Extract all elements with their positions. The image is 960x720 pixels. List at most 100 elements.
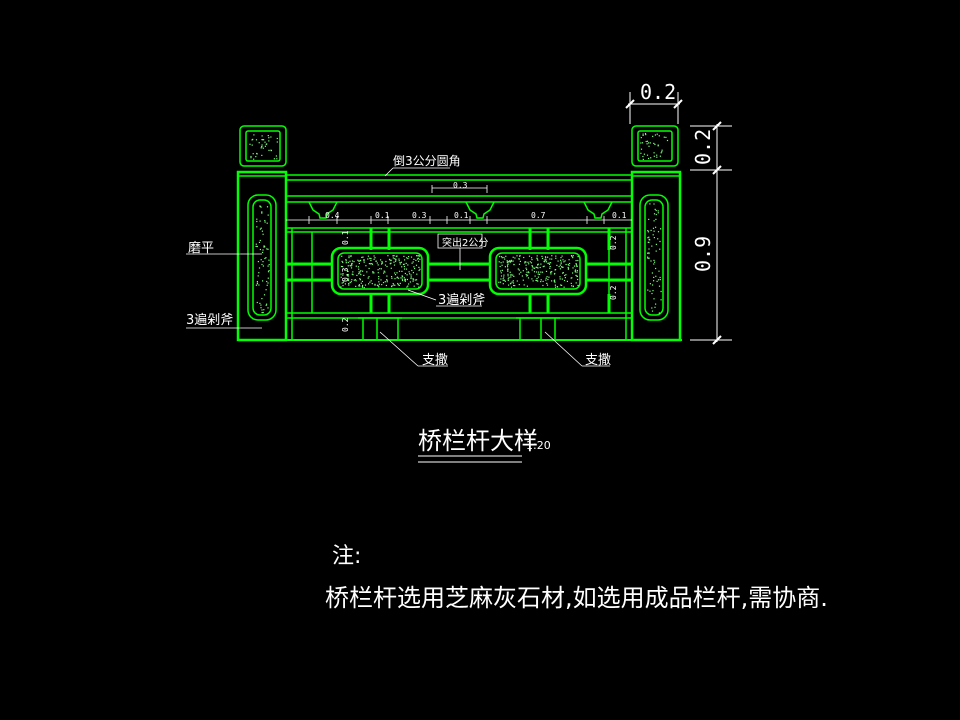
right-stone-speckle <box>559 268 561 270</box>
right-stone-speckle <box>509 283 512 285</box>
left-post <box>236 170 288 342</box>
left-stone-speckle <box>384 281 386 283</box>
left-stone-speckle <box>356 274 358 276</box>
right-stone-speckle <box>564 260 566 262</box>
left-post-cap-inner <box>245 130 281 162</box>
left-stone-speckle <box>378 276 380 278</box>
right-panel-speckle <box>651 307 653 309</box>
left-panel-speckle <box>255 243 257 245</box>
right-stone-speckle <box>523 256 525 259</box>
right-stone-speckle <box>575 260 577 262</box>
right-stone-speckle <box>521 275 523 277</box>
left-stone-speckle <box>413 258 415 260</box>
left-stone-speckle <box>404 272 406 275</box>
right-stone-speckle <box>512 280 514 282</box>
dim-right-top: 0.2 <box>691 129 715 165</box>
right-stone-speckle <box>572 255 574 257</box>
right-cap-speckle <box>661 149 663 151</box>
right-stone-speckle <box>555 269 557 271</box>
right-stone-speckle <box>508 284 510 286</box>
right-stone-speckle <box>501 257 503 259</box>
right-stone-speckle <box>519 255 521 257</box>
right-stone-speckle <box>518 284 520 286</box>
right-panel-speckle <box>660 299 662 301</box>
right-stone-speckle <box>510 274 512 276</box>
left-stone-speckle <box>359 279 361 281</box>
right-panel-speckle <box>650 260 652 262</box>
left-stone-speckle <box>416 279 418 281</box>
left-stone-speckle <box>374 283 376 285</box>
left-stone-speckle <box>351 260 354 262</box>
right-stone-speckle <box>571 277 573 279</box>
left-stone-speckle <box>346 274 348 276</box>
left-panel-speckle <box>256 226 258 228</box>
left-cap-speckle <box>251 144 253 146</box>
left-panel-speckle <box>261 211 263 213</box>
left-stone-speckle <box>373 255 375 257</box>
right-stone-speckle <box>565 263 567 266</box>
left-panel-speckle <box>267 265 269 267</box>
label-support-right: 支撒 <box>585 352 611 368</box>
left-cap-speckle <box>270 136 272 138</box>
right-stone-speckle <box>563 261 565 263</box>
left-stone-speckle <box>349 282 351 284</box>
right-cap-speckle <box>653 142 655 144</box>
left-panel-speckle <box>259 239 261 242</box>
right-panel-speckle <box>650 229 652 231</box>
left-stone-speckle <box>368 283 370 285</box>
right-stone-speckle <box>507 275 509 277</box>
right-panel-speckle <box>652 227 655 229</box>
right-stone-speckle <box>528 263 530 265</box>
right-stone-speckle <box>514 285 516 287</box>
stone-panel-left <box>330 246 430 296</box>
left-stone-speckle <box>390 267 392 269</box>
left-panel-speckle <box>265 304 267 306</box>
right-stone-speckle <box>507 278 509 280</box>
right-panel-speckle <box>653 230 655 232</box>
left-stone-speckle <box>411 269 413 272</box>
right-stone-speckle <box>529 261 531 263</box>
left-stone-speckle <box>350 267 353 269</box>
right-stone-speckle <box>498 261 500 263</box>
right-stone-speckle <box>507 266 509 268</box>
left-stone-speckle <box>376 262 378 264</box>
label-grind-flat: 磨平 <box>188 241 214 256</box>
dim-top-tick-right <box>673 99 683 109</box>
left-stone-speckle <box>355 285 357 287</box>
right-panel-speckle <box>659 276 661 279</box>
right-stone-speckle <box>503 256 505 259</box>
left-stone-speckle <box>372 272 374 274</box>
right-stone-speckle <box>523 284 525 286</box>
right-stone-speckle <box>544 259 546 261</box>
left-stone-speckle <box>361 285 363 287</box>
left-stone-speckle <box>365 265 367 267</box>
left-stone-speckle <box>368 276 370 278</box>
left-panel-speckle <box>256 301 258 304</box>
right-stone-speckle <box>519 260 521 262</box>
right-cap-speckle <box>648 142 650 144</box>
left-stone-speckle <box>390 262 392 264</box>
right-stone-speckle <box>574 270 576 272</box>
left-stone-speckle <box>373 258 375 260</box>
left-stone-speckle <box>352 274 354 276</box>
right-stone-speckle <box>562 272 564 274</box>
right-stone-speckle <box>513 284 515 287</box>
right-panel-speckle <box>653 263 655 265</box>
left-stone-speckle <box>378 281 380 283</box>
left-cap-speckle <box>252 153 254 155</box>
right-cap-speckle <box>642 155 644 158</box>
left-cap-speckle <box>276 141 278 143</box>
left-panel-speckle <box>260 304 262 306</box>
right-stone-speckle <box>510 260 512 262</box>
right-panel-speckle <box>653 280 655 282</box>
left-stone-speckle <box>392 255 394 257</box>
left-panel-speckle <box>267 277 269 279</box>
left-panel-speckle <box>268 264 270 266</box>
right-stone-speckle <box>570 255 573 257</box>
right-stone-speckle <box>543 260 545 263</box>
right-cap-speckle <box>645 134 647 136</box>
left-panel-speckle <box>260 227 262 229</box>
right-stone-speckle <box>550 262 552 264</box>
